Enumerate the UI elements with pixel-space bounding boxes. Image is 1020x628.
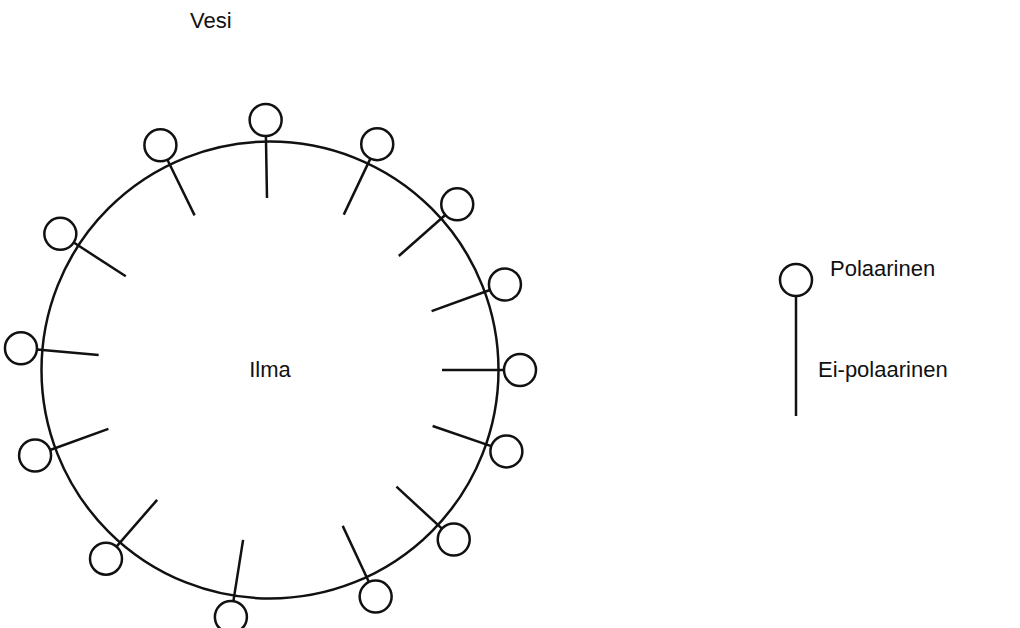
polar-head [490,435,522,467]
polar-head [504,354,536,386]
node-text: Ilma [249,357,291,383]
air-bubble: Ilma [40,140,500,600]
polar-head [361,128,393,160]
nonpolar-tail [116,500,157,547]
nonpolar-tail [50,429,108,450]
polar-head [5,332,37,364]
nonpolar-tail [442,369,504,372]
polar-head [489,268,521,300]
polar-head [441,188,473,220]
nonpolar-tail [399,215,445,256]
nonpolar-tail [37,350,99,355]
nonpolar-tail [233,540,243,601]
polar-head [19,440,51,472]
polar-head [90,543,122,575]
polar-head [215,601,247,628]
polar-head [144,129,176,161]
bubble-circle [42,142,499,599]
polar-head [438,524,470,556]
legend-text: Polaarinen [830,256,935,282]
polar-head [44,218,76,250]
region-label: Vesi [190,8,232,34]
legend-text: Ei-polaarinen [818,357,948,383]
nonpolar-tail [433,426,492,446]
surfactant-molecules [5,104,536,628]
legend-head [780,264,812,296]
nonpolar-tail [167,160,194,216]
polar-head [360,581,392,613]
nonpolar-tail [344,159,371,215]
polar-head [250,104,282,136]
legend-tail [795,297,798,416]
nonpolar-tail [432,290,490,311]
nonpolar-tail [396,487,442,529]
nonpolar-tail [74,243,126,277]
legend-symbol [780,264,812,416]
nonpolar-tail [266,136,267,198]
nonpolar-tail [343,526,369,582]
